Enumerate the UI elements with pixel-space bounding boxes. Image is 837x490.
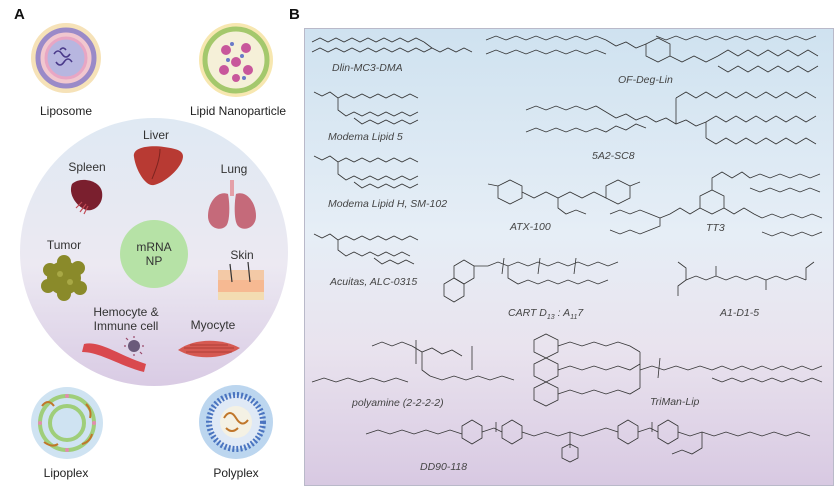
cart-structure bbox=[443, 257, 619, 303]
liposome-label: Liposome bbox=[39, 104, 93, 118]
lipid-nanoparticle-label: Lipid Nanoparticle bbox=[189, 104, 287, 118]
hemocyte-label-line1: Hemocyte & bbox=[93, 305, 159, 319]
dlin-mc3-dma-label: Dlin-MC3-DMA bbox=[332, 62, 403, 74]
triman-lip-structure bbox=[533, 333, 823, 407]
lipid-nanoparticle-illustration bbox=[199, 23, 273, 97]
of-deg-lin-label: OF-Deg-Lin bbox=[618, 74, 673, 86]
cart-label-sub2: 11 bbox=[570, 314, 578, 322]
polyamine-2222-structure bbox=[311, 340, 515, 383]
liver-label: Liver bbox=[142, 128, 169, 142]
polyamine-2222-label: polyamine (2-2-2-2) bbox=[352, 397, 444, 409]
cart-label-sub1: 13 bbox=[546, 314, 555, 322]
hemocyte-label-line2: Immune cell bbox=[93, 319, 159, 333]
moderna-lipid-5-label: Modema Lipid 5 bbox=[328, 131, 403, 143]
spleen-label: Spleen bbox=[68, 160, 106, 174]
cart-label-mid: : A bbox=[554, 307, 571, 319]
skin-label: Skin bbox=[230, 248, 254, 262]
panel-letter-a: A bbox=[14, 6, 25, 23]
liposome-illustration bbox=[31, 23, 101, 93]
cart-label-suffix: 7 bbox=[577, 307, 584, 319]
myocyte-label: Myocyte bbox=[190, 318, 236, 332]
mrna-np-line1: mRNA bbox=[136, 240, 172, 254]
dd90-118-label: DD90-118 bbox=[420, 461, 468, 473]
a1-d1-5-structure bbox=[677, 261, 815, 296]
lung-icon bbox=[208, 180, 256, 229]
liver-icon bbox=[133, 146, 184, 186]
acuitas-alc-0315-label: Acuitas, ALC-0315 bbox=[330, 276, 418, 288]
spleen-icon bbox=[70, 179, 103, 215]
mrna-np-line2: NP bbox=[145, 254, 163, 268]
blood-vessel-icon bbox=[82, 336, 146, 372]
5a2-sc8-label: 5A2-SC8 bbox=[592, 150, 635, 162]
panel-letter-b: B bbox=[289, 6, 300, 23]
tt3-label: TT3 bbox=[706, 222, 725, 234]
moderna-lipid-h-label: Modema Lipid H, SM-102 bbox=[328, 198, 448, 210]
acuitas-alc-0315-structure bbox=[313, 233, 419, 265]
mrna-np-circle: mRNA NP bbox=[120, 220, 188, 288]
polyplex-illustration bbox=[199, 385, 273, 459]
tt3-structure bbox=[609, 171, 823, 237]
moderna-lipid-5-structure bbox=[313, 91, 419, 125]
tumor-icon bbox=[41, 255, 87, 301]
lung-label: Lung bbox=[220, 162, 248, 176]
atx-100-label: ATX-100 bbox=[510, 221, 551, 233]
5a2-sc8-structure bbox=[525, 91, 817, 145]
dlin-mc3-dma-structure bbox=[311, 37, 473, 53]
cart-label: CART D13 : A117 bbox=[508, 307, 583, 321]
moderna-lipid-h-structure bbox=[313, 155, 419, 189]
hemocyte-label: Hemocyte & Immune cell bbox=[84, 305, 168, 333]
triman-lip-label: TriMan-Lip bbox=[650, 396, 700, 408]
atx-100-structure bbox=[487, 179, 641, 215]
of-deg-lin-structure bbox=[485, 35, 819, 73]
lipoplex-label: Lipoplex bbox=[43, 466, 89, 480]
tumor-label: Tumor bbox=[46, 238, 82, 252]
skin-icon bbox=[218, 262, 264, 300]
lipoplex-illustration bbox=[31, 387, 103, 459]
myocyte-icon bbox=[178, 340, 240, 358]
lipid-structures-panel bbox=[304, 28, 834, 486]
cart-label-prefix: CART D bbox=[508, 307, 547, 319]
polyplex-label: Polyplex bbox=[213, 466, 259, 480]
a1-d1-5-label: A1-D1-5 bbox=[720, 307, 760, 319]
dd90-118-structure bbox=[365, 419, 811, 463]
